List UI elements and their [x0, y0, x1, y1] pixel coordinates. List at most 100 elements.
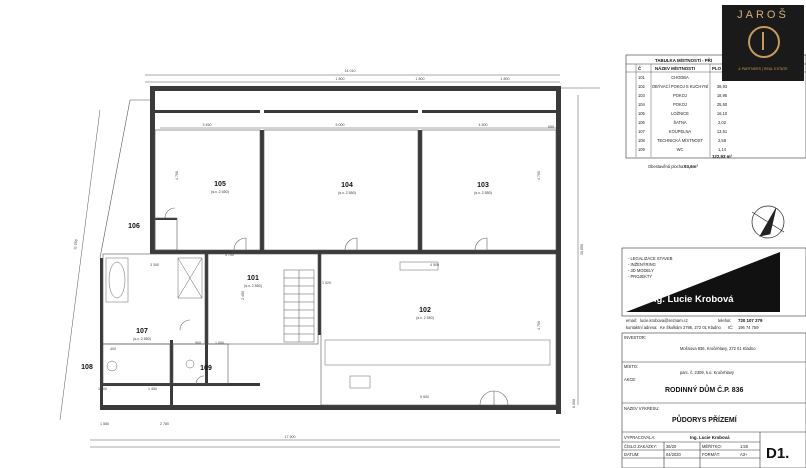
agency-logo-tagline: & PARTNERS | REAL ESTATE: [738, 67, 788, 71]
dim-1000: 1 000: [215, 341, 224, 345]
date-label: DATUM:: [624, 452, 639, 457]
room-109-number: 109: [200, 365, 212, 372]
dim-left-total: 11 050: [73, 239, 78, 250]
email-label: email:: [626, 318, 637, 323]
rooms-table-row: 102 OBÝVACÍ POKOJ S KUCHYNÍ 38,93: [638, 84, 728, 89]
room-104-sub: (s.v. 2 550): [338, 191, 356, 195]
rooms-table-header-name: NÁZEV MÍSTNOSTI: [655, 66, 695, 71]
dim-4700: 4 700: [537, 321, 541, 330]
agency-logo-mark-icon: [748, 26, 780, 58]
dim-1585: 1 585: [100, 422, 109, 426]
rooms-table-header-no: Č: [638, 66, 642, 71]
svg-text:POKOJ: POKOJ: [673, 102, 687, 107]
dim-650: 650: [548, 125, 554, 129]
staircase: [283, 269, 315, 343]
investor-label: INVESTOR:: [624, 335, 646, 340]
service-projects: - PROJEKTY: [628, 274, 652, 279]
ic-label: IČ:: [728, 325, 733, 330]
room-102-number: 102: [419, 307, 431, 314]
studio-stamp: - LEGALIZACE STAVEB - INŽENÝRING - 3D MO…: [621, 247, 806, 330]
room-108-number: 108: [81, 364, 93, 371]
rooms-table-row: 106 ŠATNA 2,02: [638, 120, 727, 125]
door-swings: [164, 207, 509, 406]
built-area-label: Obestavěná plocha:: [648, 164, 684, 169]
dim-105-height: 4 700: [175, 171, 179, 180]
email-value: lucie.krobova@seznam.cz: [640, 318, 688, 323]
svg-text:POKOJ: POKOJ: [673, 93, 687, 98]
svg-text:1,14: 1,14: [718, 147, 727, 152]
rooms-table-row: 103 POKOJ 18,95: [638, 93, 728, 98]
svg-text:LOŽNICE: LOŽNICE: [671, 111, 689, 116]
rooms-table-header-area: PLO: [712, 66, 722, 71]
order-value: 36/20: [666, 444, 677, 449]
rooms-table-title: TABULKA MÍSTNOSTÍ - PŘÍ: [655, 58, 713, 63]
svg-text:38,93: 38,93: [717, 84, 728, 89]
place-label: MÍSTO:: [624, 364, 638, 369]
dim-9500: 9 500: [420, 395, 429, 399]
rooms-table-row: 105 LOŽNICE 16,10: [638, 111, 728, 116]
svg-text:ŠATNA: ŠATNA: [673, 120, 687, 125]
title-block-texts: INVESTOR: Mošnova 836, Kročehlavy, 272 0…: [624, 335, 789, 462]
svg-text:CHODBA: CHODBA: [671, 75, 689, 80]
rooms-table-row: 104 POKOJ 25,50: [638, 102, 728, 107]
svg-text:101: 101: [638, 75, 646, 80]
title-block: [621, 332, 806, 468]
room-101-sub: (s.v. 2 550): [244, 284, 262, 288]
svg-text:25,50: 25,50: [717, 102, 728, 107]
dim-103-height: 4 700: [537, 171, 541, 180]
rooms-table-row: 109 WC 1,14: [638, 147, 727, 152]
drawing-value: PŮDORYS PŘÍZEMÍ: [672, 414, 738, 424]
author-label: VYPRACOVALA:: [624, 435, 655, 440]
dim-2450: 2 450: [241, 291, 245, 300]
room-outlines: [99, 99, 557, 406]
svg-text:103: 103: [638, 93, 646, 98]
service-engineering: - INŽENÝRING: [628, 262, 656, 267]
dim-3300: 3 300: [150, 263, 159, 267]
agency-logo: JAROŠ & PARTNERS | REAL ESTATE: [722, 5, 804, 81]
dim-104-width: 5 000: [336, 123, 345, 127]
dim-top-a: 1 800: [336, 77, 345, 81]
svg-text:102: 102: [638, 84, 646, 89]
svg-text:104: 104: [638, 102, 646, 107]
phone-value: 720 107 279: [738, 318, 763, 323]
phone-label: telefon:: [718, 318, 731, 323]
service-legalization: - LEGALIZACE STAVEB: [628, 256, 673, 261]
dim-4500: 4 500: [430, 263, 439, 267]
room-102-sub: (s.v. 2 550): [416, 316, 434, 320]
action-label: AKCE:: [624, 377, 636, 382]
scale-label: MĚŘÍTKO:: [702, 444, 722, 449]
rooms-table-row: 101 CHODBA: [638, 75, 689, 80]
svg-text:2,58: 2,58: [718, 138, 727, 143]
action-value: RODINNÝ DŮM Č.P. 836: [665, 384, 744, 394]
dimension-texts: 14 010 1 800 1 800 1 800 3 450 5 000 4 5…: [73, 69, 584, 439]
investor-value: Mošnova 836, Kročehlavy, 272 01 Kladno: [680, 346, 756, 351]
author-value: Ing. Lucie Krobová: [690, 435, 730, 440]
room-103-sub: (s.v. 2 550): [474, 191, 492, 195]
room-103-number: 103: [477, 182, 489, 189]
room-106-number: 106: [128, 223, 140, 230]
format-label: FORMÁT:: [702, 452, 720, 457]
svg-text:2,02: 2,02: [718, 120, 727, 125]
room-105-number: 105: [214, 181, 226, 188]
fixtures: [105, 257, 551, 389]
svg-text:108: 108: [638, 138, 646, 143]
format-value: A3+: [740, 452, 748, 457]
svg-text:16,10: 16,10: [717, 111, 728, 116]
service-3d-models: - 3D MODELY: [628, 268, 654, 273]
rooms-table-row: 107 KOUPELNA 13,61: [638, 129, 728, 134]
place-value: parc. č. 2309, k.ú. Kročehlavy: [680, 370, 735, 375]
dim-3700: 3 700: [225, 253, 234, 257]
svg-text:106: 106: [638, 120, 646, 125]
address-value: Ke Školkám 2795, 272 01 Kladno: [660, 325, 721, 330]
room-101-number: 101: [247, 275, 259, 282]
dim-bottom-total: 17 900: [285, 435, 296, 439]
walls: [100, 86, 561, 414]
room-104-number: 104: [341, 182, 353, 189]
svg-text:13,61: 13,61: [717, 129, 728, 134]
svg-text:105: 105: [638, 111, 646, 116]
date-value: 04/2020: [666, 452, 682, 457]
svg-text:109: 109: [638, 147, 646, 152]
room-107-sub: (s.v. 2 550): [133, 337, 151, 341]
svg-text:107: 107: [638, 129, 646, 134]
